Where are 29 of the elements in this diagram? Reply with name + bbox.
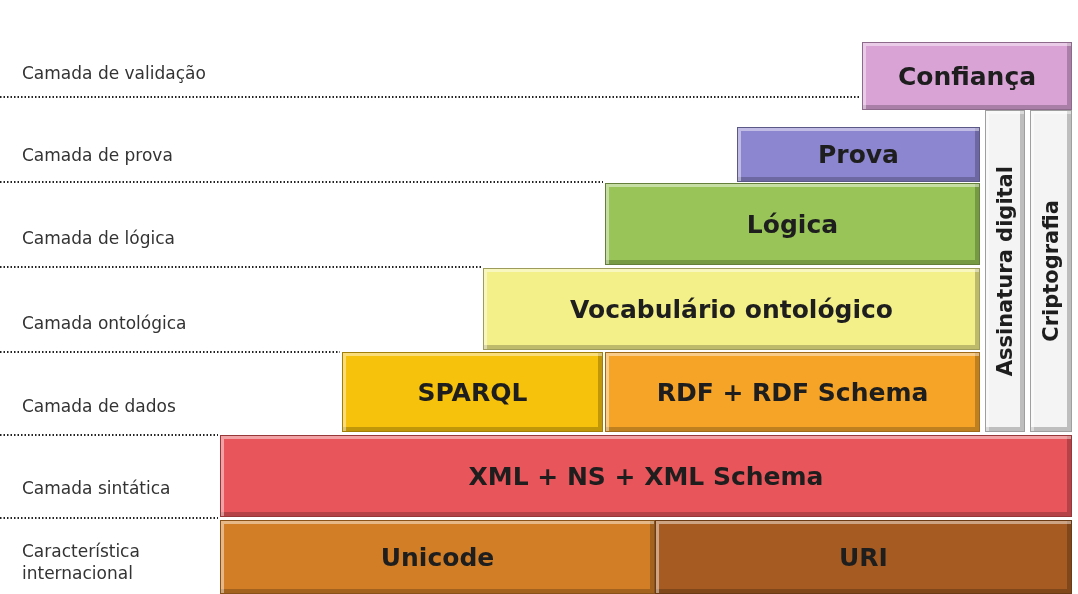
layer-block <box>985 110 1025 432</box>
layer-block <box>342 352 603 432</box>
layer-name: Confiança <box>897 61 1037 91</box>
layer-name: SPARQL <box>417 377 528 407</box>
layer-label: Camada de validação <box>22 62 206 84</box>
layer-name: Vocabulário ontológico <box>569 294 894 324</box>
layer-block <box>655 520 1072 594</box>
layer-label: Camada ontológica <box>22 312 187 334</box>
layer-name: Prova <box>818 140 899 169</box>
layer-block <box>605 183 980 265</box>
layer-block <box>605 352 980 432</box>
layer-block <box>862 42 1072 110</box>
layer-name: XML + NS + XML Schema <box>468 461 824 491</box>
layer-name: Criptografia <box>1039 200 1063 342</box>
layer-block <box>483 268 980 350</box>
layer-name: RDF + RDF Schema <box>656 377 929 407</box>
layer-label: Camada de dados <box>22 395 176 417</box>
layer-block <box>737 127 980 182</box>
layer-label: Camada de lógica <box>22 227 175 249</box>
layer-name: Assinatura digital <box>993 165 1017 377</box>
layer-block <box>1030 110 1072 432</box>
layer-name: Unicode <box>380 542 495 572</box>
layer-name: URI <box>839 542 888 572</box>
layer-label: Camada de prova <box>22 144 173 166</box>
layer-block <box>220 435 1072 517</box>
layer-label: Característica internacional <box>22 540 141 584</box>
layer-name: Lógica <box>746 209 839 239</box>
layer-block <box>220 520 655 594</box>
layer-label: Camada sintática <box>22 477 171 499</box>
